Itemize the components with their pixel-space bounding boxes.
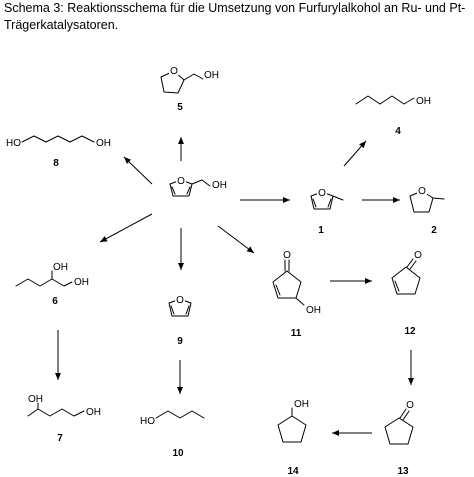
- arrow-to-4: [343, 140, 367, 167]
- c14-oh-label: OH: [294, 399, 309, 410]
- furfuryl-oh-label: OH: [212, 180, 227, 191]
- compound-2-number: 2: [431, 225, 437, 236]
- compound-11-structure: O OH 11: [272, 250, 321, 339]
- c5-o-label: O: [170, 66, 178, 77]
- c13-o-label: O: [406, 400, 414, 411]
- caption-line-1: Schema 3: Reaktionsschema für die Umsetz…: [4, 1, 466, 15]
- compound-2-structure: O 2: [409, 186, 445, 236]
- arrow-to-8: [123, 156, 153, 185]
- c7-oh1-label: OH: [28, 394, 43, 405]
- compound-14-number: 14: [287, 466, 299, 477]
- c5-oh-label: OH: [204, 70, 219, 81]
- c8-oh-label: OH: [96, 138, 111, 149]
- scheme-caption: Schema 3: Reaktionsschema für die Umsetz…: [4, 0, 470, 34]
- caption-line-2: Trägerkatalysatoren.: [4, 18, 119, 32]
- c12-o-label: O: [414, 250, 422, 261]
- compound-9-number: 9: [177, 336, 183, 347]
- compound-14-structure: OH 14: [277, 399, 309, 477]
- compound-10-structure: HO 10: [140, 410, 205, 459]
- c7-oh2-label: OH: [86, 407, 101, 418]
- c10-ho-label: HO: [140, 416, 155, 427]
- compound-1-number: 1: [318, 225, 324, 236]
- compound-4-structure: OH 4: [355, 95, 431, 137]
- c6-oh2-label: OH: [74, 277, 89, 288]
- compound-6-number: 6: [52, 296, 58, 307]
- compound-5-number: 5: [177, 102, 183, 113]
- c4-oh-label: OH: [416, 96, 431, 107]
- c11-oh-label: OH: [306, 305, 321, 316]
- c11-o-label: O: [283, 250, 291, 261]
- compound-9-structure: O 9: [168, 295, 192, 347]
- compound-7-structure: OH OH 7: [27, 394, 101, 444]
- compound-1-structure: O 1: [310, 188, 344, 236]
- c8-ho-label: HO: [6, 138, 21, 149]
- compound-5-structure: O OH 5: [160, 66, 219, 113]
- furfuryl-alcohol-structure: O OH: [169, 176, 227, 197]
- compound-10-number: 10: [172, 448, 184, 459]
- compound-13-number: 13: [397, 466, 409, 477]
- arrow-to-11: [217, 225, 255, 254]
- c1-o-label: O: [318, 188, 326, 199]
- c6-oh1-label: OH: [53, 262, 68, 273]
- compound-12-structure: O 12: [391, 250, 422, 337]
- compound-8-structure: HO OH 8: [6, 135, 111, 169]
- compound-4-number: 4: [395, 126, 401, 137]
- arrow-to-6: [99, 213, 153, 243]
- compound-6-structure: OH OH 6: [15, 262, 89, 307]
- c2-o-label: O: [418, 186, 426, 197]
- compound-8-number: 8: [53, 158, 59, 169]
- compound-11-number: 11: [291, 328, 302, 339]
- compound-13-structure: O 13: [384, 400, 414, 477]
- furfuryl-o-label: O: [177, 176, 185, 187]
- compound-12-number: 12: [404, 326, 416, 337]
- c9-o-label: O: [176, 295, 184, 306]
- compound-7-number: 7: [57, 433, 63, 444]
